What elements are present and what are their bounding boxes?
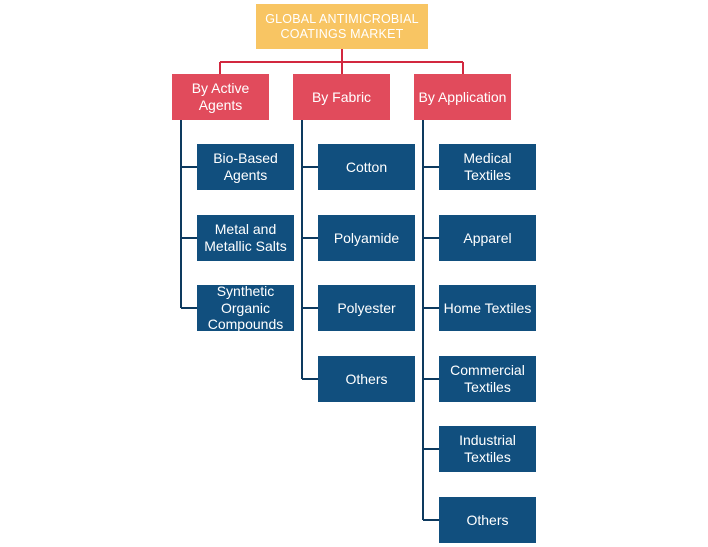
root-node-global-antimicrobial-coatings-market: GLOBAL ANTIMICROBIAL COATINGS MARKET xyxy=(256,4,428,49)
category-label-line1: By Active xyxy=(191,80,250,97)
leaf-label-line2: Organic xyxy=(220,299,271,316)
leaf-commercial-textiles: Commercial Textiles xyxy=(439,356,536,402)
leaf-label-line1: Medical xyxy=(463,150,512,167)
leaf-polyester: Polyester xyxy=(318,285,415,331)
leaf-medical-textiles: Medical Textiles xyxy=(439,144,536,190)
category-by-fabric: By Fabric xyxy=(293,74,390,120)
leaf-label-line2: Metallic Salts xyxy=(204,238,287,254)
category-label-line1: By Fabric xyxy=(311,88,372,105)
leaf-synthetic-organic-compounds: Synthetic Organic Compounds xyxy=(197,282,294,333)
leaf-cotton: Cotton xyxy=(318,144,415,190)
leaf-metal-and-metallic-salts: Metal and Metallic Salts xyxy=(197,215,294,261)
category-by-application: By Application xyxy=(414,74,511,120)
leaf-label-line3: Compounds xyxy=(207,316,284,333)
leaf-label-line2: Textiles xyxy=(464,449,511,465)
leaf-label-line1: Synthetic xyxy=(216,282,275,299)
leaf-label-line1: Industrial xyxy=(459,432,516,449)
leaf-industrial-textiles: Industrial Textiles xyxy=(439,426,536,472)
leaf-label-line1: Bio-Based xyxy=(213,150,278,167)
leaf-label-line1: Home Textiles xyxy=(443,299,532,316)
leaf-label-line2: Agents xyxy=(223,167,268,183)
root-label-line2: COATINGS MARKET xyxy=(280,26,404,41)
leaf-polyamide: Polyamide xyxy=(318,215,415,261)
leaf-bio-based-agents: Bio-Based Agents xyxy=(197,144,294,190)
leaf-application-others: Others xyxy=(439,497,536,543)
category-label-line1: By Application xyxy=(418,88,507,105)
category-by-active-agents: By Active Agents xyxy=(172,74,269,120)
leaf-label-line1: Polyester xyxy=(337,299,396,316)
leaf-label-line1: Metal and xyxy=(214,221,277,238)
leaf-label-line2: Textiles xyxy=(464,167,511,183)
leaf-label-line1: Cotton xyxy=(345,158,388,175)
leaf-label-line2: Textiles xyxy=(464,379,511,395)
root-label-line1: GLOBAL ANTIMICROBIAL xyxy=(265,11,419,26)
leaf-label-line1: Commercial xyxy=(450,362,525,379)
leaf-label-line1: Polyamide xyxy=(333,229,400,246)
leaf-label-line1: Others xyxy=(345,370,388,387)
leaf-label-line1: Apparel xyxy=(463,229,512,246)
leaf-apparel: Apparel xyxy=(439,215,536,261)
leaf-fabric-others: Others xyxy=(318,356,415,402)
category-label-line2: Agents xyxy=(198,97,243,113)
leaf-home-textiles: Home Textiles xyxy=(439,285,536,331)
leaf-label-line1: Others xyxy=(466,511,509,528)
